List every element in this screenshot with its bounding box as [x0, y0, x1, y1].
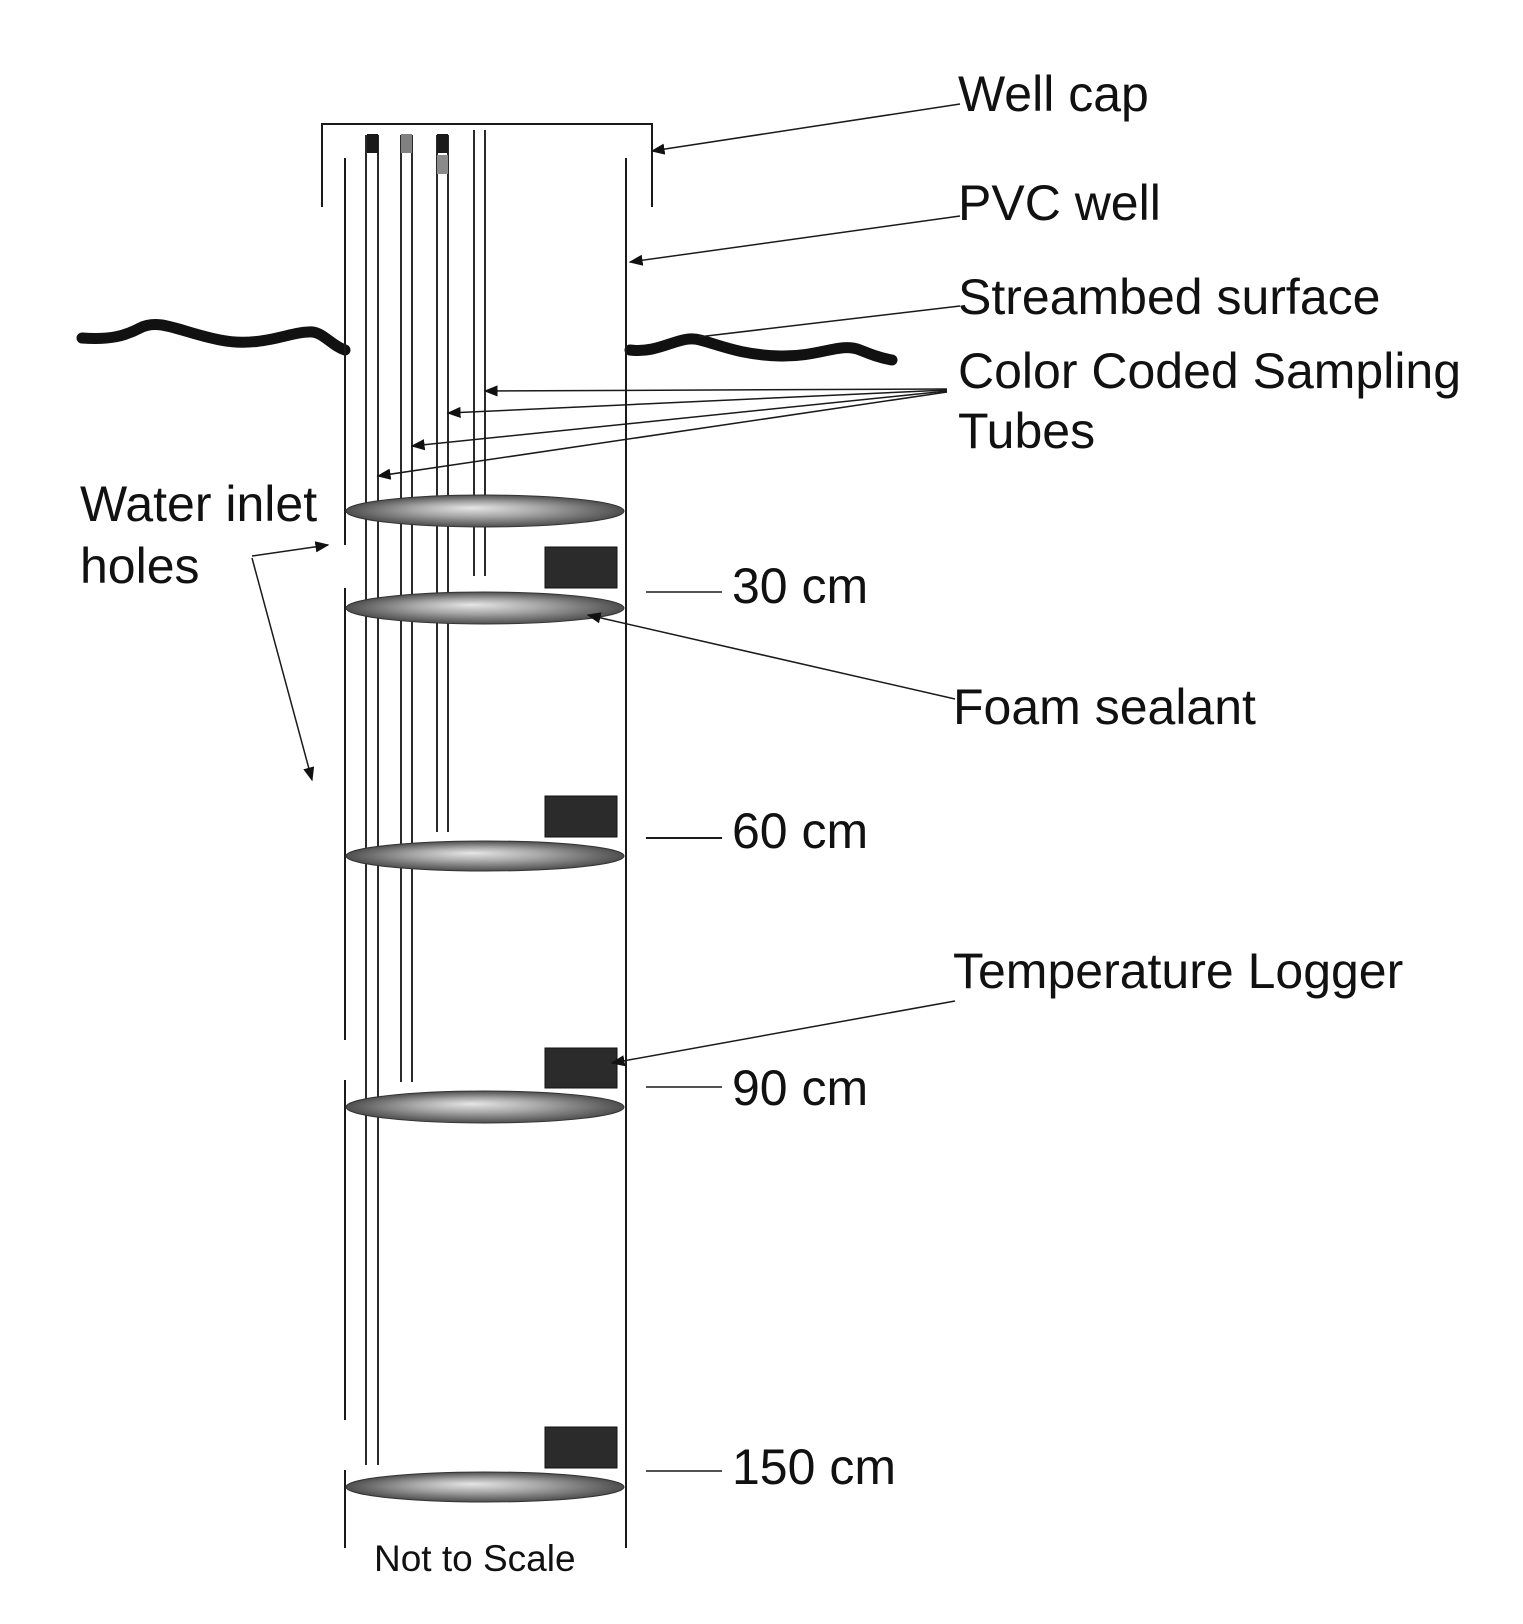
- depth-label-90: 90 cm: [732, 1060, 868, 1116]
- streambed-surface-right: [624, 333, 898, 366]
- label-streambed-surface: Streambed surface: [958, 269, 1380, 325]
- foam-sealant-3: [345, 840, 625, 872]
- tube-color-code-3b: [437, 155, 448, 174]
- streambed-surface-leader: [697, 305, 961, 338]
- sampling-tubes: [365, 130, 486, 1465]
- pvc-well-arrow: [628, 215, 961, 266]
- streambed-surface-left: [76, 319, 351, 356]
- depth-label-60: 60 cm: [732, 803, 868, 859]
- foam-sealant-4: [345, 1090, 625, 1124]
- temperature-logger-4: [544, 1426, 618, 1469]
- label-sampling-tubes-2: Tubes: [958, 403, 1095, 459]
- foam-sealant-arrow: [586, 612, 956, 700]
- well-cap-arrow: [650, 103, 961, 155]
- tube-color-code-3: [437, 134, 448, 153]
- well-cap: [321, 123, 653, 207]
- sampling-tube-arrow-1: [483, 385, 948, 397]
- depth-label-150: 150 cm: [732, 1439, 896, 1495]
- foam-sealant-2: [345, 591, 625, 625]
- label-foam-sealant: Foam sealant: [953, 679, 1256, 735]
- sampling-tube-arrow-4: [376, 391, 948, 480]
- sampling-tube-arrow-2: [446, 389, 948, 419]
- label-pvc-well: PVC well: [958, 175, 1161, 231]
- temperature-logger-1: [544, 546, 618, 589]
- label-water-inlet-1: Water inlet: [80, 476, 317, 532]
- label-not-to-scale: Not to Scale: [374, 1538, 576, 1579]
- temperature-logger-3: [544, 1047, 618, 1089]
- label-sampling-tubes-1: Color Coded Sampling: [958, 343, 1461, 399]
- sampling-tube-arrow-3: [410, 390, 948, 451]
- temperature-logger-2: [544, 795, 618, 838]
- depth-label-30: 30 cm: [732, 558, 868, 614]
- temperature-logger-arrow: [610, 1000, 956, 1067]
- water-inlet-arrow-1: [251, 541, 330, 557]
- label-well-cap: Well cap: [958, 66, 1149, 122]
- tube-color-code-1: [367, 134, 378, 153]
- water-inlet-arrow-2: [251, 557, 315, 782]
- label-water-inlet-2: holes: [80, 538, 200, 594]
- label-temperature-logger: Temperature Logger: [953, 943, 1403, 999]
- tube-color-code-2: [401, 134, 412, 153]
- foam-sealant-5: [345, 1471, 625, 1503]
- foam-sealant-1: [345, 494, 625, 528]
